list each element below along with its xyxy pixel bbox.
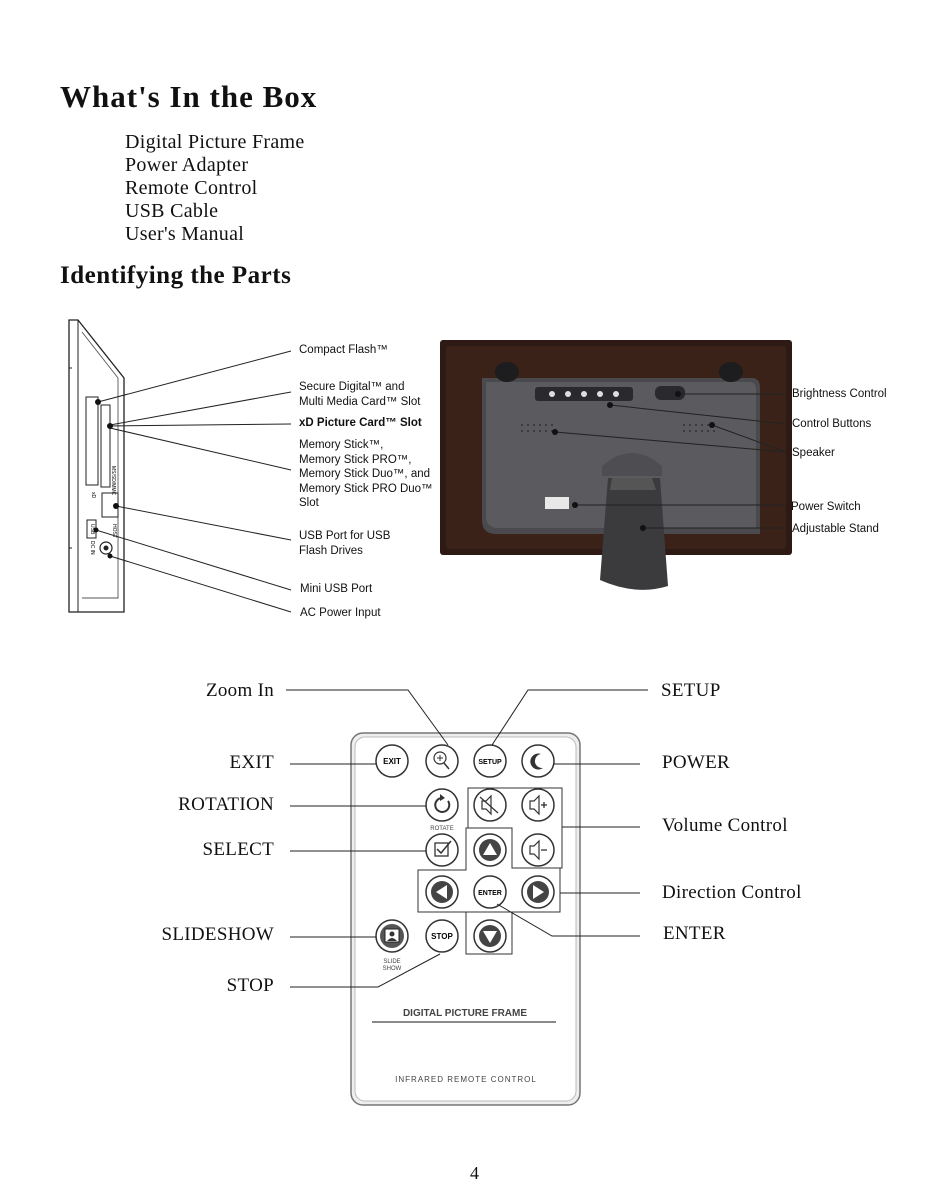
remote-volume-up-button <box>521 788 555 822</box>
remote-enter-button: ENTER <box>473 875 507 909</box>
exit-button-text: EXIT <box>383 757 401 766</box>
label-line: Memory Stick™, <box>299 439 384 451</box>
label-rotation: ROTATION <box>178 794 274 815</box>
label-mini-usb: Mini USB Port <box>300 583 373 595</box>
label-direction-control: Direction Control <box>662 882 802 903</box>
list-item: Remote Control <box>125 177 258 199</box>
label-brightness-control: Brightness Control <box>792 388 887 400</box>
remote-mute-button <box>473 788 507 822</box>
label-line: Multi Media Card™ Slot <box>299 395 421 408</box>
label-line: Memory Stick PRO™, <box>299 453 412 466</box>
side-leader-lines <box>95 350 292 613</box>
side-view-diagram: xD MS/SD/MMC USB HOST DC IN <box>68 319 792 613</box>
label-slideshow: SLIDESHOW <box>161 924 274 945</box>
label-speaker: Speaker <box>792 447 835 459</box>
side-leader-dots <box>93 399 119 559</box>
frame-back-illustration <box>440 340 792 590</box>
page-number: 4 <box>470 1163 479 1183</box>
label-adjustable-stand: Adjustable Stand <box>792 523 879 535</box>
label-memory-stick: Memory Stick™, Memory Stick PRO™, Memory… <box>299 438 433 511</box>
side-cf-text: MS/SD/MMC <box>110 466 116 496</box>
label-secure-digital: Secure Digital™ and Multi Media Card™ Sl… <box>299 380 420 409</box>
back-leader-dots <box>552 391 715 531</box>
remote-exit-button: EXIT <box>375 744 409 778</box>
remote-right-button <box>521 875 555 909</box>
remote-left-button <box>425 875 459 909</box>
list-item: USB Cable <box>125 200 219 222</box>
label-line: USB Port for USB <box>299 530 391 542</box>
label-power: POWER <box>662 752 730 773</box>
label-exit: EXIT <box>229 752 274 773</box>
label-line: Flash Drives <box>299 544 363 557</box>
box-items-list: Digital Picture Frame Power Adapter Remo… <box>125 131 305 246</box>
remote-stop-button: STOP <box>425 919 459 953</box>
remote-zoom-button <box>425 744 459 778</box>
list-item: Digital Picture Frame <box>125 131 305 153</box>
remote-title-text: DIGITAL PICTURE FRAME <box>403 1008 527 1019</box>
label-compact-flash: Compact Flash™ <box>299 344 388 356</box>
label-xd-slot: xD Picture Card™ Slot <box>299 417 422 429</box>
remote-rotate-button: ROTATE <box>425 788 459 832</box>
slide-caption: SLIDE <box>383 959 400 965</box>
label-volume-control: Volume Control <box>662 815 788 836</box>
back-leader-lines <box>554 393 787 529</box>
remote-power-button <box>521 744 555 778</box>
remote-volume-down-button <box>521 833 555 867</box>
rotate-caption: ROTATE <box>430 826 453 832</box>
heading-whats-in-box: What's In the Box <box>60 79 318 114</box>
remote-up-button <box>473 833 507 867</box>
label-enter: ENTER <box>663 923 726 944</box>
label-stop: STOP <box>226 975 274 996</box>
label-setup: SETUP <box>661 680 721 701</box>
frame-side-illustration: xD MS/SD/MMC USB HOST DC IN <box>68 319 125 613</box>
list-item: Power Adapter <box>125 154 249 176</box>
side-usb-text: USB <box>89 524 95 535</box>
heading-identifying-parts: Identifying the Parts <box>60 262 292 289</box>
side-xd-text: xD <box>90 492 96 499</box>
show-caption: SHOW <box>383 966 402 972</box>
remote-footer-text: INFRARED REMOTE CONTROL <box>395 1075 537 1084</box>
remote-setup-button: SETUP <box>473 744 507 778</box>
remote-leader-lines <box>286 689 648 988</box>
setup-button-text: SETUP <box>478 759 502 766</box>
remote-down-button <box>473 919 507 953</box>
label-usb-port: USB Port for USB Flash Drives <box>299 529 390 558</box>
label-ac-power: AC Power Input <box>300 607 381 619</box>
label-select: SELECT <box>202 839 274 860</box>
label-line: Memory Stick PRO Duo™ <box>299 482 433 495</box>
side-dcin-text: DC IN <box>89 541 95 555</box>
remote-diagram: EXIT SETUP ROTATE <box>286 689 648 1106</box>
list-item: User's Manual <box>125 223 245 245</box>
label-line: Slot <box>299 497 319 509</box>
label-zoom-in: Zoom In <box>205 680 274 701</box>
label-power-switch: Power Switch <box>791 501 861 513</box>
enter-button-text: ENTER <box>478 890 502 897</box>
label-line: Memory Stick Duo™, and <box>299 468 431 480</box>
label-control-buttons: Control Buttons <box>792 418 872 430</box>
remote-select-button <box>425 833 459 867</box>
label-line: Secure Digital™ and <box>299 381 405 393</box>
remote-slideshow-button: SLIDE SHOW <box>375 919 409 972</box>
side-host-text: HOST <box>111 524 117 538</box>
stop-button-text: STOP <box>431 932 453 941</box>
